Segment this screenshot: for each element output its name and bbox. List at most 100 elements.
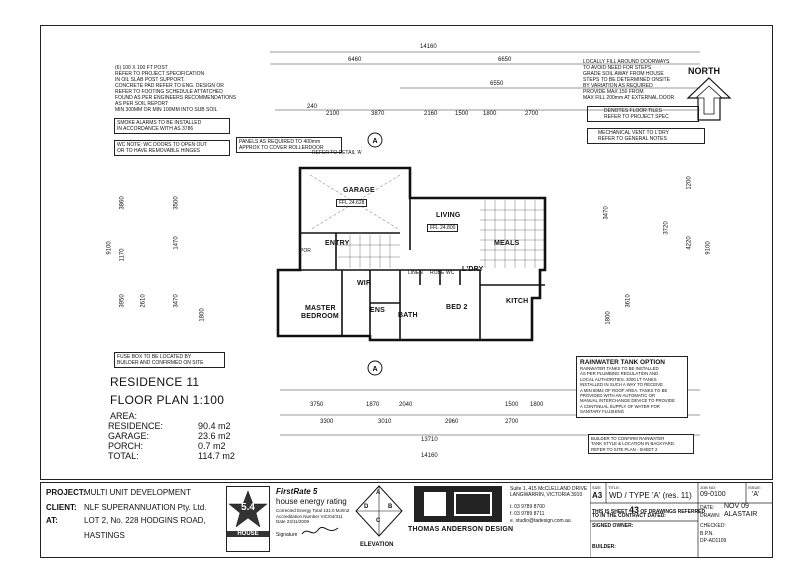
dim-right-1: 1200 xyxy=(686,176,693,190)
sheet-info-grid xyxy=(590,483,772,557)
date-label: DATE: xyxy=(700,505,715,511)
area-table: RESIDENCE:90.4 m2 GARAGE:23.6 m2 PORCH:0… xyxy=(108,421,235,461)
rainwater-title: RAINWATER TANK OPTION xyxy=(580,359,665,366)
compass-a: A xyxy=(376,490,381,496)
room-master: MASTER xyxy=(305,305,336,312)
star-sub: HOUSE xyxy=(227,531,269,537)
dim-left-total: 9100 xyxy=(106,241,113,255)
dim-bot-total1: 13710 xyxy=(421,437,438,443)
dim-top-total: 14160 xyxy=(420,44,437,50)
signature-label: Signature xyxy=(276,532,298,538)
drawing-subtitle: FLOOR PLAN 1:100 xyxy=(110,393,225,407)
living-ffl: FFL 24.800 xyxy=(427,224,459,232)
signed-owner: SIGNED OWNER: xyxy=(592,523,634,529)
dim-bot-total2: 14160 xyxy=(421,453,438,459)
dim-bot-3: 2040 xyxy=(399,402,413,408)
star-value: 5.4 xyxy=(241,502,255,513)
room-wir: WIR xyxy=(357,280,372,287)
energy-label: house energy rating xyxy=(276,497,347,506)
room-robe: ROBE xyxy=(430,270,445,276)
dim-left-4: 1170 xyxy=(119,248,126,262)
job-label: JOB NO: xyxy=(700,485,717,490)
builder-label: BUILDER: xyxy=(592,544,616,550)
dim-row3-1: 2100 xyxy=(326,111,340,117)
dim-row3-6: 2700 xyxy=(525,111,539,117)
dim-bot2-4: 2700 xyxy=(505,419,519,425)
area-row: TOTAL:114.7 m2 xyxy=(108,451,235,461)
garage-ffl: FFL 24.628 xyxy=(336,199,368,207)
room-porch: POR xyxy=(300,248,311,254)
title-value: WD / TYPE 'A' (res. 11) xyxy=(609,491,692,500)
room-meals: MEALS xyxy=(494,240,520,247)
dim-left-5: 3950 xyxy=(119,294,126,308)
drawing-sheet xyxy=(40,25,773,480)
room-garage: GARAGE xyxy=(343,187,375,194)
svg-text:A: A xyxy=(372,138,377,145)
area-row: PORCH:0.7 m2 xyxy=(108,441,226,451)
svg-text:A: A xyxy=(372,366,377,373)
dim-left-7: 3470 xyxy=(173,294,180,308)
title-block xyxy=(40,482,773,558)
dim-left-8: 1800 xyxy=(199,308,206,322)
dim-bot2-3: 2960 xyxy=(445,419,459,425)
area-row: RESIDENCE:90.4 m2 xyxy=(108,421,231,431)
rainwater-box: RAINWATER TANK OPTION RAINWATER TANKS TO… xyxy=(576,356,688,418)
room-bed2: BED 2 xyxy=(446,304,468,311)
room-linen: LINEN xyxy=(408,270,423,276)
dim-right-total: 9100 xyxy=(705,241,712,255)
dim-bot-5: 1800 xyxy=(530,402,544,408)
checked-label: CHECKED: xyxy=(700,523,726,529)
compass-b: B xyxy=(388,504,393,510)
dim-row3-0: 240 xyxy=(307,104,318,110)
area-row: GARAGE:23.6 m2 xyxy=(108,431,231,441)
bpn-value: DP-AD1109 xyxy=(700,538,727,544)
drawn-label: DRAWN: xyxy=(700,513,721,519)
room-ens: ENS xyxy=(370,307,385,314)
compass-c: C xyxy=(376,518,381,524)
dim-bot-1: 3750 xyxy=(310,402,324,408)
dim-bot-4: 1500 xyxy=(505,402,519,408)
firstrate-label: FirstRate 5 xyxy=(276,487,318,496)
room-entry: ENTRY xyxy=(325,240,350,247)
project-label: PROJECT: xyxy=(46,488,86,497)
star-rating-badge: 5.4 HOUSE xyxy=(226,486,270,552)
room-bedroom: BEDROOM xyxy=(301,313,339,320)
star-icon xyxy=(228,490,268,528)
at-value-2: HASTINGS xyxy=(84,531,125,540)
north-arrow-icon xyxy=(686,77,732,121)
dim-left-6: 2610 xyxy=(140,294,147,308)
firm-logo xyxy=(414,486,502,522)
bpn-label: B.P.N. xyxy=(700,531,714,537)
client-label: CLIENT: xyxy=(46,503,77,512)
room-kitch: KITCH xyxy=(506,298,529,305)
room-ldry: L'DRY xyxy=(462,266,484,273)
drawn-value: ALASTAIR xyxy=(724,511,758,518)
compass-d: D xyxy=(364,504,369,510)
north-label: NORTH xyxy=(688,66,720,76)
drawing-title: RESIDENCE 11 xyxy=(110,375,200,389)
dim-right-5: 3720 xyxy=(663,221,670,235)
dim-top-1: 6460 xyxy=(348,57,362,63)
contract-line: TO IN THE CONTRACT DATED: xyxy=(592,513,666,519)
floor-plan: A A xyxy=(270,51,700,436)
size-label: SIZE xyxy=(592,485,601,490)
refer-detail-note: REFER TO DETAIL 'A' xyxy=(312,150,363,156)
client-value: NLF SUPERANNUATION Pty. Ltd. xyxy=(84,503,207,512)
firm-name: THOMAS ANDERSON DESIGN xyxy=(408,526,514,533)
dim-bot2-1: 3300 xyxy=(320,419,334,425)
dim-row3-5: 1800 xyxy=(483,111,497,117)
dim-right-6: 1800 xyxy=(605,311,612,325)
dim-bot-2: 1870 xyxy=(366,402,380,408)
issue-value: 'A' xyxy=(752,491,760,498)
dim-left-3: 1470 xyxy=(173,236,180,250)
dim-right-2: 3470 xyxy=(603,206,610,220)
dim-top-2: 6650 xyxy=(498,57,512,63)
